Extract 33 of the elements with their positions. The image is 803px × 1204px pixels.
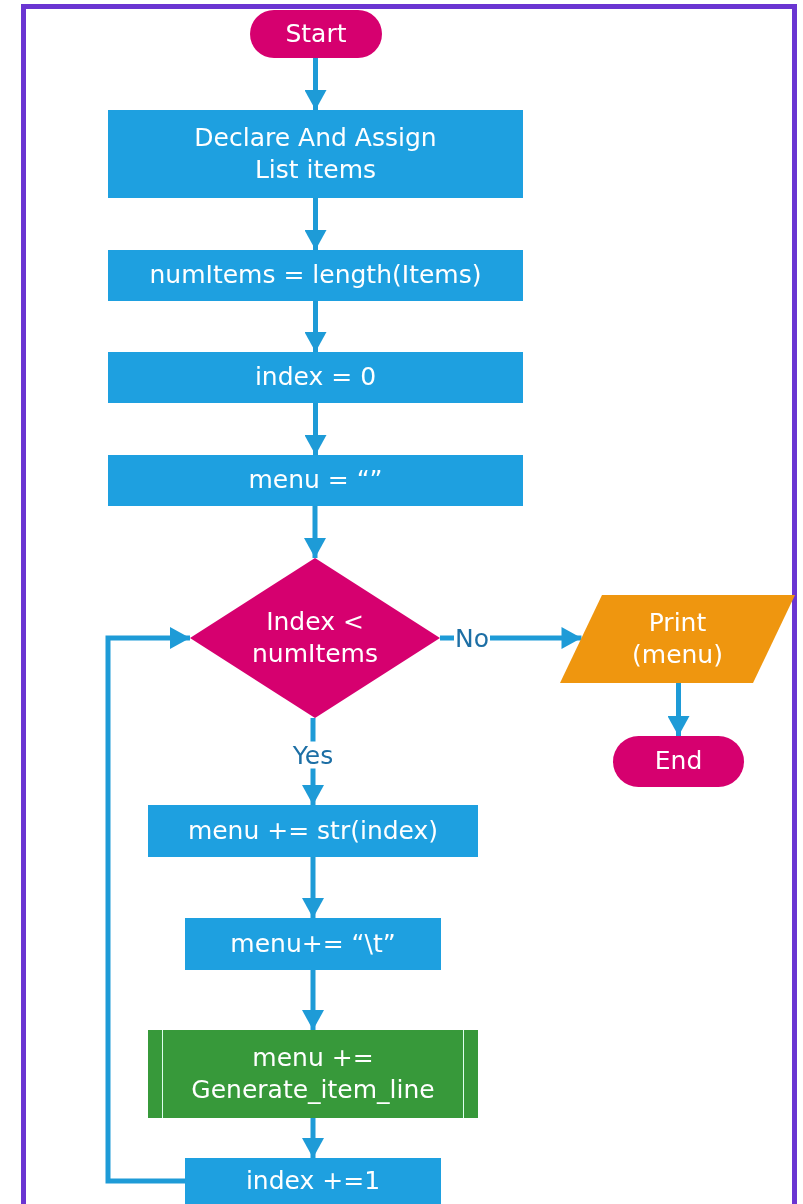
node-text: menu = “” [248,464,383,497]
terminal-pill [613,736,744,787]
arrow [667,683,690,736]
process-box [108,250,523,301]
node-text: menu += str(index) [187,814,439,847]
node-text: menu+= “\t” [230,927,396,960]
arrow [302,970,324,1030]
node-text: Index < numItems [251,605,379,670]
node-text: Print (menu) [631,606,724,671]
node-text: index +=1 [245,1164,381,1197]
process-box [185,918,441,970]
edge-label: Yes [291,741,335,769]
node-text: Declare And Assign List items [193,121,438,186]
arrow [304,198,327,250]
arrow [304,403,327,455]
arrow [304,301,327,352]
arrow [304,506,326,558]
node-text: index = 0 [254,361,377,394]
node-text: numItems = length(Items) [149,259,482,292]
terminal-pill [250,10,382,58]
process-box [185,1158,441,1204]
subprocess-box [148,1030,478,1118]
process-box [108,455,523,506]
arrow [105,627,190,1184]
process-box [148,805,478,857]
arrow [302,857,324,918]
arrow [304,58,327,110]
node-text: Start [285,17,347,50]
process-box [108,110,523,198]
process-box [108,352,523,403]
arrow [302,1118,324,1158]
node-text: End [654,745,703,778]
node-text: menu += Generate_item_line [190,1041,436,1106]
